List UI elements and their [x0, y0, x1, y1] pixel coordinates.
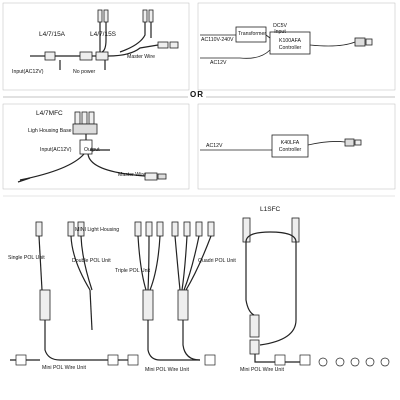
model-l4-7-15s: L4/7/15S — [90, 31, 117, 38]
controller-model-k40lfa: K40LFA — [280, 140, 300, 146]
panel-top-left — [2, 2, 190, 91]
mini-pol-wire-label-1: Mini POL Wire Unit — [42, 365, 86, 371]
model-l4-7mfc: L4/7MFC — [36, 110, 63, 117]
bottom-pol-units — [35, 217, 300, 355]
mini-pol-wire-label-3: Mini POL Wire Unit — [240, 367, 284, 373]
ac12v-label-mid: AC12V — [206, 143, 223, 149]
l1sfc-label: L1SFC — [260, 206, 281, 213]
input-ac12v-mid-label: Input(AC12V) — [40, 147, 72, 153]
mini-pol-wire-label-2: Mini POL Wire Unit — [145, 367, 189, 373]
quadri-pol-label: Quadri POL Unit — [198, 258, 236, 264]
model-l4-7-15a: L4/7/15A — [39, 31, 66, 38]
triple-pol-label: Triple POL Unit — [115, 268, 151, 274]
panel-top-right — [197, 2, 396, 91]
master-wire-mid-label: Master Wire — [118, 172, 146, 178]
output-label: Output — [84, 147, 100, 153]
ac12v-label-top: AC12V — [210, 60, 227, 66]
master-wire-label: Master Wire — [127, 54, 155, 60]
panel-mid-left — [2, 103, 190, 190]
transformer-label: Transformer — [238, 31, 267, 37]
input-ac12v-label: Input(AC12V) — [12, 69, 44, 75]
ac-input-label: AC110V-240V — [201, 37, 234, 43]
double-pol-label: Double POL Unit — [72, 258, 111, 264]
mini-light-housing-label: MINI Light Housing — [75, 227, 120, 233]
no-power-label: No power — [73, 69, 96, 75]
panel-mid-right — [197, 103, 396, 190]
controller-label-top: Controller — [278, 45, 302, 51]
controller-label-mid: Controller — [278, 147, 302, 153]
single-pol-label: Single POL Unit — [8, 255, 45, 261]
light-housing-base-label: Ligh Housing Base — [28, 128, 72, 134]
dc-input-label: DC5V Input — [273, 23, 287, 35]
controller-model-k100afa: K100AFA — [279, 38, 301, 44]
or-separator-text: OR — [188, 90, 206, 99]
